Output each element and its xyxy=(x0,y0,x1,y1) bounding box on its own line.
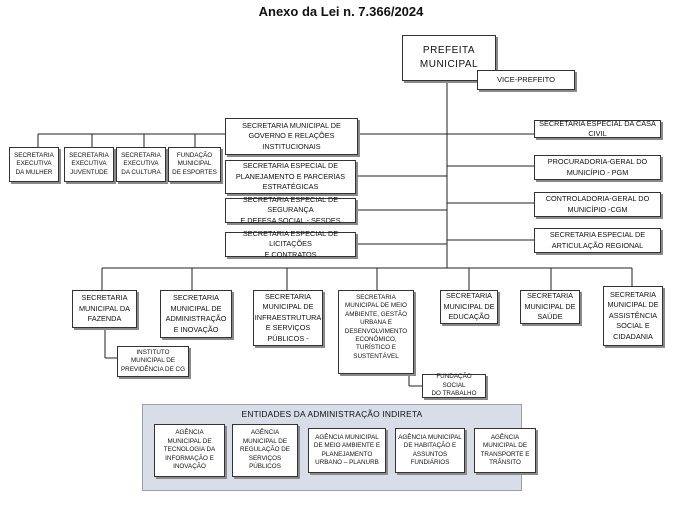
agency-habitacao-box: AGÊNCIA MUNICIPAL DE HABITAÇÃO E ASSUNTO… xyxy=(395,428,465,473)
licitacoes-box: SECRETARIA ESPECIAL DE LICITAÇÕES E CONT… xyxy=(225,229,356,259)
cgm-box: CONTROLADORIA-GERAL DO MUNICÍPIO -CGM xyxy=(534,192,661,217)
casa-civil-box: SECRETARIA ESPECIAL DA CASA CIVIL xyxy=(534,119,661,138)
articulacao-box: SECRETARIA ESPECIAL DE ARTICULAÇÃO REGIO… xyxy=(534,228,661,253)
governo-box: SECRETARIA MUNICIPAL DE GOVERNO E RELAÇÕ… xyxy=(225,118,358,155)
educacao-box: SECRETARIA MUNICIPAL DE EDUCAÇÃO xyxy=(440,290,498,324)
fundacao-esportes-box: FUNDAÇÃO MUNICIPAL DE ESPORTES xyxy=(168,147,221,182)
infraestrutura-box: SECRETARIA MUNICIPAL DE INFRAESTRUTURA E… xyxy=(253,290,323,346)
assistencia-box: SECRETARIA MUNICIPAL DE ASSISTÊNCIA SOCI… xyxy=(603,286,663,346)
secretaria-cultura-box: SECRETARIA EXECUTIVA DA CULTURA xyxy=(116,147,166,182)
page-title: Anexo da Lei n. 7.366/2024 xyxy=(258,4,424,19)
indirect-entities-title: ENTIDADES DA ADMINISTRAÇÃO INDIRETA xyxy=(241,409,423,419)
agency-regulacao-box: AGÊNCIA MUNICIPAL DE REGULAÇÃO DE SERVIÇ… xyxy=(232,424,298,477)
seguranca-box: SECRETARIA ESPECIAL DE SEGURANÇA E DEFES… xyxy=(225,195,356,225)
agency-planurb-box: AGÊNCIA MUNICIPAL DE MEIO AMBIENTE E PLA… xyxy=(308,428,386,473)
fazenda-box: SECRETARIA MUNICIPAL DA FAZENDA xyxy=(72,290,137,328)
saude-box: SECRETARIA MUNICIPAL DE SAÚDE xyxy=(520,290,580,324)
secretaria-juventude-box: SECRETARIA EXECUTIVA JUVENTUDE xyxy=(64,147,114,182)
administracao-box: SECRETARIA MUNICIPAL DE ADMINISTRAÇÃO E … xyxy=(160,290,232,338)
planejamento-box: SECRETARIA ESPECIAL DE PLANEJAMENTO E PA… xyxy=(225,160,356,194)
meio-ambiente-box: SECRETARIA MUNICIPAL DE MEIO AMBIENTE, G… xyxy=(338,290,414,374)
agency-ti-box: AGÊNCIA MUNICIPAL DE TECNOLOGIA DA INFOR… xyxy=(154,424,225,477)
vice-prefeito-box: VICE-PREFEITO xyxy=(477,70,575,90)
pgm-box: PROCURADORIA-GERAL DO MUNICÍPIO - PGM xyxy=(534,155,661,180)
secretaria-mulher-box: SECRETARIA EXECUTIVA DA MULHER xyxy=(9,147,59,182)
fundacao-trabalho-box: FUNDAÇÃO SOCIAL DO TRABALHO xyxy=(422,373,486,398)
instituto-previdencia-box: INSTITUTO MUNICIPAL DE PREVIDÊNCIA DE CG xyxy=(117,346,189,377)
agency-transito-box: AGÊNCIA MUNICIPAL DE TRANSPORTE E TRÂNSI… xyxy=(474,428,536,473)
